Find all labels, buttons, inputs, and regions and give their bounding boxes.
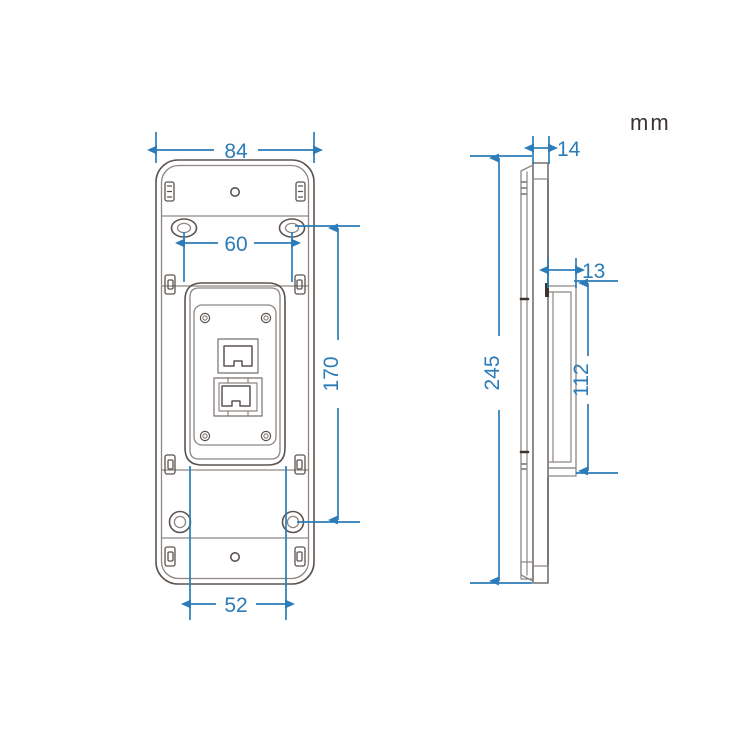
rj45-port-upper [217, 338, 259, 374]
dimension-label-245: 245 [481, 355, 504, 390]
dimension-label-170: 170 [320, 356, 343, 391]
dimension-height-112 [574, 278, 618, 476]
retention-clips-left [164, 181, 176, 567]
side-body-slab [520, 162, 549, 584]
rear-outer-shell [155, 159, 315, 585]
dimension-label-60: 60 [224, 233, 247, 256]
vent-hole-bottom [230, 551, 241, 562]
dimension-holes-60 [175, 232, 301, 282]
side-bracket-lip [547, 467, 577, 477]
dimension-label-112: 112 [570, 363, 593, 396]
dimension-height-170 [295, 223, 360, 525]
dimension-label-14: 14 [557, 138, 581, 161]
side-dimension-group [470, 136, 618, 586]
side-view-group [519, 162, 577, 584]
side-vent-ticks-lower [521, 463, 527, 470]
side-bottom-cap [520, 561, 549, 584]
central-mounting-plate [184, 282, 286, 466]
retention-clips-right [294, 181, 306, 567]
plate-screws [199, 312, 272, 442]
rear-dimension-group [147, 132, 360, 620]
dimension-depth-13 [539, 258, 585, 288]
dimension-holes-52 [181, 466, 295, 620]
mounting-boss-lower-left [168, 510, 192, 534]
dimension-depth-14 [524, 136, 558, 164]
rear-panel-dividers [161, 215, 309, 539]
dimension-height-245 [470, 153, 532, 586]
rj45-port-lower [213, 377, 263, 417]
dimension-label-52: 52 [224, 594, 247, 617]
side-dimension-labels: 14 13 245 112 [481, 138, 605, 397]
rear-view-group [155, 159, 315, 585]
side-seam-marks [519, 297, 530, 454]
dimension-label-84: 84 [224, 140, 248, 163]
dimension-label-13: 13 [582, 260, 605, 283]
vent-hole-top [230, 187, 241, 198]
dimension-width-84 [147, 132, 323, 163]
side-bracket-step [545, 283, 549, 297]
unit-label: mm [630, 110, 671, 135]
side-top-cap [532, 162, 549, 180]
rear-dimension-labels: 84 60 170 52 [224, 140, 343, 617]
side-vent-ticks-upper [521, 181, 527, 195]
